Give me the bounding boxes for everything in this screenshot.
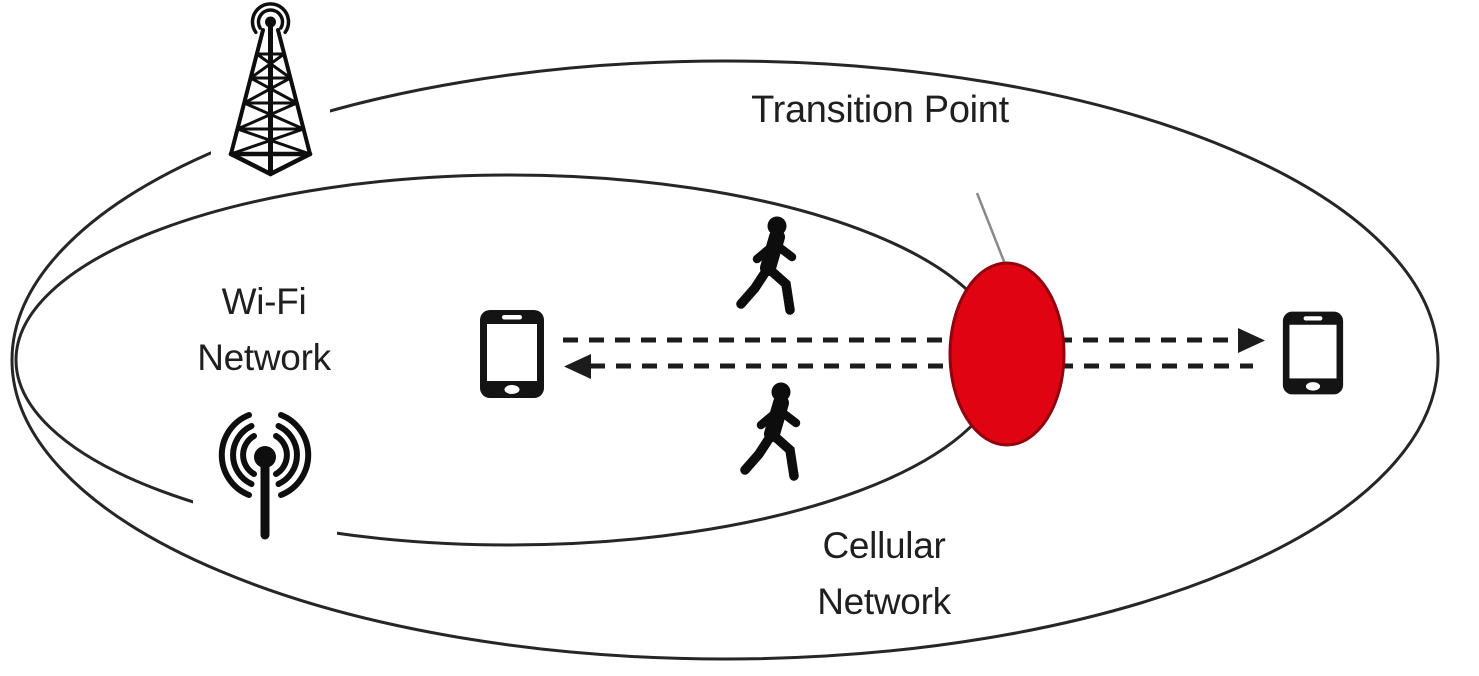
wifi-network-label: Wi-Fi Network xyxy=(197,274,331,386)
cellular-network-boundary xyxy=(10,59,1440,661)
walking-person-top-icon xyxy=(736,216,797,315)
smartphone-left-icon xyxy=(480,310,544,398)
dashed-arrow-right-head xyxy=(1238,328,1265,353)
transition-point-leader-line xyxy=(975,192,1007,265)
smartphone-right-icon xyxy=(1282,311,1344,395)
transition-point-marker xyxy=(948,261,1066,447)
cellular-network-label-line1: Cellular xyxy=(822,525,946,566)
wifi-network-label-line1: Wi-Fi xyxy=(221,281,307,322)
walking-person-bottom-icon xyxy=(740,382,801,481)
wifi-antenna-icon xyxy=(193,405,337,545)
cellular-network-label: Cellular Network xyxy=(817,518,951,630)
cell-tower-icon xyxy=(211,2,330,180)
cellular-network-label-line2: Network xyxy=(817,581,951,622)
dashed-arrow-left-head xyxy=(564,354,591,379)
wifi-network-label-line2: Network xyxy=(197,337,331,378)
transition-point-label: Transition Point xyxy=(751,89,1009,131)
